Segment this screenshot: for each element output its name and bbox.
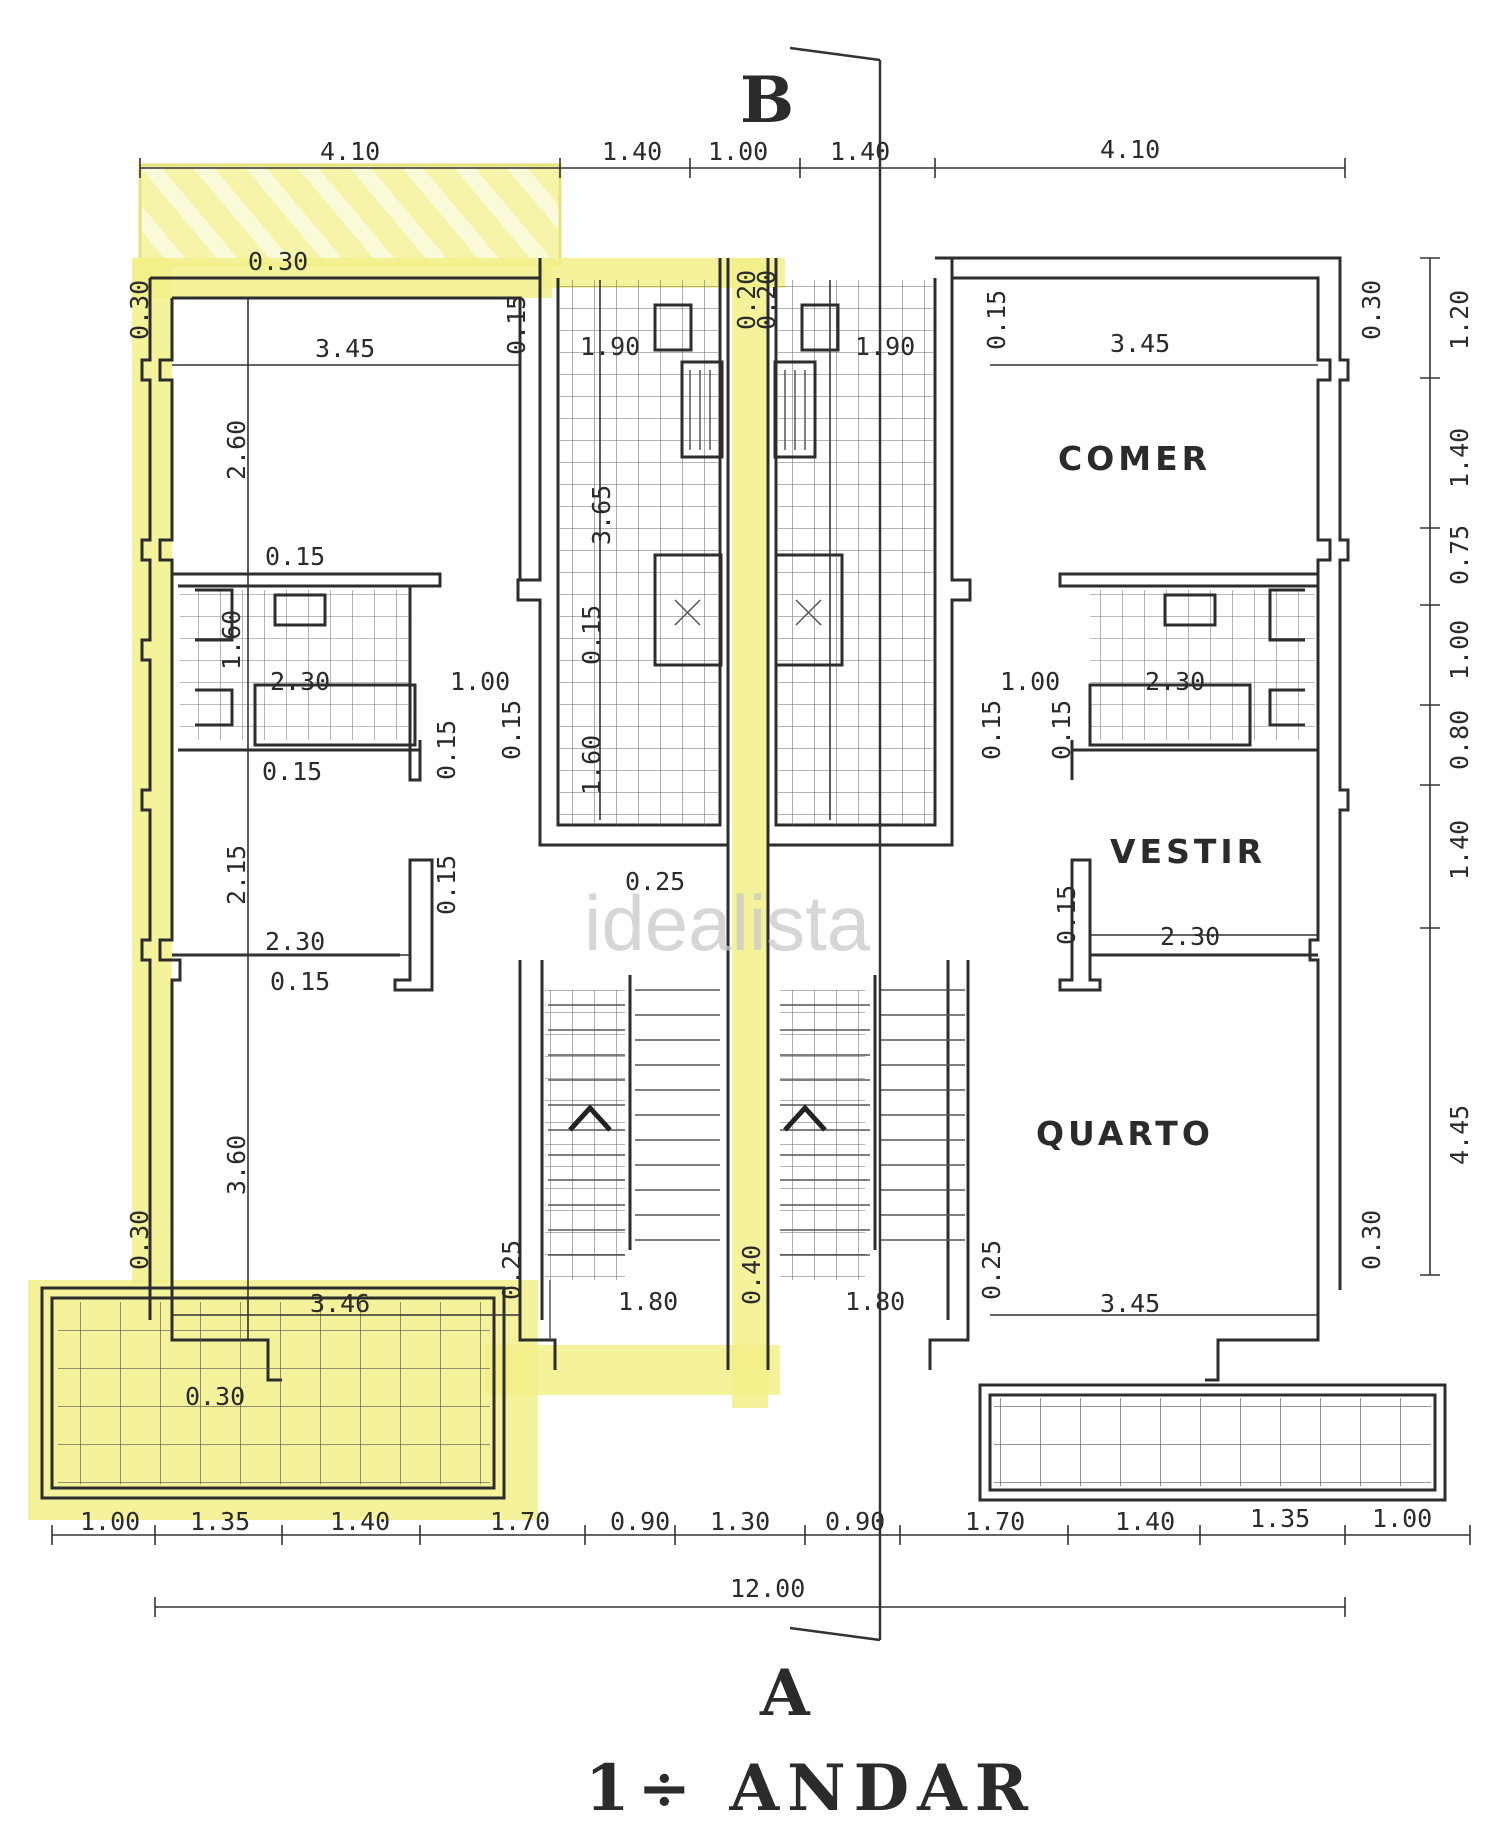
bottom-dim-5: 0.90 — [610, 1507, 670, 1536]
tiled-floors — [58, 280, 1431, 1486]
c-1-90-l: 1.90 — [580, 332, 640, 361]
l-2-60: 2.60 — [222, 420, 251, 480]
l-1-00: 1.00 — [450, 667, 510, 696]
l-0-30-b: 0.30 — [185, 1382, 245, 1411]
bottom-dim-1: 1.00 — [80, 1507, 140, 1536]
l-3-45: 3.45 — [315, 334, 375, 363]
r-2-30: 2.30 — [1160, 922, 1220, 951]
l-3-46: 3.46 — [310, 1289, 370, 1318]
room-label-vestir: VESTIR — [1110, 832, 1266, 871]
top-dim-4: 1.40 — [830, 137, 890, 166]
l-0-15-c: 0.15 — [270, 967, 330, 996]
l-0-30: 0.30 — [248, 247, 308, 276]
bottom-dim-9: 1.40 — [1115, 1507, 1175, 1536]
right-dim-4: 1.00 — [1445, 620, 1474, 680]
bottom-dim-2: 1.35 — [190, 1507, 250, 1536]
r-v-0-30: 0.30 — [1357, 280, 1386, 340]
top-dim-5: 4.10 — [1100, 135, 1160, 164]
r-v-0-15-top: 0.15 — [982, 290, 1011, 350]
left-unit-dims: 0.30 0.30 3.45 0.15 2.60 0.15 1.60 2.30 … — [125, 247, 531, 1411]
r-v-0-15-b: 0.15 — [1052, 885, 1081, 945]
r-v-0-25: 0.25 — [977, 1240, 1006, 1300]
c-0-40: 0.40 — [737, 1245, 766, 1305]
l-bath-2-30: 2.30 — [270, 667, 330, 696]
r-3-45: 3.45 — [1110, 329, 1170, 358]
r-v-0-30-b: 0.30 — [1357, 1210, 1386, 1270]
right-dim-7: 4.45 — [1445, 1105, 1474, 1165]
top-dim-1: 4.10 — [320, 137, 380, 166]
bottom-dim-3: 1.40 — [330, 1507, 390, 1536]
c-1-80-r: 1.80 — [845, 1287, 905, 1316]
floor-title: 1÷ ANDAR — [585, 1751, 1036, 1826]
c-v-0-15-r: 0.15 — [977, 700, 1006, 760]
c-0-20: 0.20 — [732, 270, 761, 330]
bottom-dim-7: 0.90 — [825, 1507, 885, 1536]
l-2-30: 2.30 — [265, 927, 325, 956]
right-dim-2: 1.40 — [1445, 428, 1474, 488]
center-dims: 1.90 1.90 0.20 0.20 3.65 0.15 1.60 0.15 … — [497, 270, 1006, 1316]
bottom-dim-11: 1.00 — [1372, 1504, 1432, 1533]
right-dim-1: 1.20 — [1445, 290, 1474, 350]
right-dim-6: 1.40 — [1445, 820, 1474, 880]
c-1-90-r: 1.90 — [855, 332, 915, 361]
total-dim: 12.00 — [730, 1574, 805, 1603]
bathroom-fixtures — [195, 588, 1305, 747]
l-3-60: 3.60 — [222, 1135, 251, 1195]
r-bath-2-30: 2.30 — [1145, 667, 1205, 696]
top-dim-2: 1.40 — [602, 137, 662, 166]
bottom-dim-6: 1.30 — [710, 1507, 770, 1536]
l-bath-1-60: 1.60 — [217, 610, 246, 670]
l-wall-0-30: 0.30 — [125, 280, 154, 340]
right-dim-5: 0.80 — [1445, 710, 1474, 770]
l-v-0-30: 0.30 — [125, 1210, 154, 1270]
l-v-0-25: 0.25 — [497, 1240, 526, 1300]
bottom-dim-8: 1.70 — [965, 1507, 1025, 1536]
bottom-dim-4: 1.70 — [490, 1507, 550, 1536]
dimension-lines — [51, 46, 1471, 1642]
section-label-bottom: A — [759, 1656, 811, 1731]
kitchen-fixtures — [653, 303, 844, 667]
c-0-15: 0.15 — [577, 605, 606, 665]
c-3-65: 3.65 — [587, 485, 616, 545]
r-v-0-15-a: 0.15 — [1047, 700, 1076, 760]
l-0-15-b: 0.15 — [262, 757, 322, 786]
c-1-80-l: 1.80 — [618, 1287, 678, 1316]
c-0-20b: 0.20 — [752, 270, 781, 330]
l-0-15-a: 0.15 — [265, 542, 325, 571]
right-unit-dims: 0.15 3.45 0.30 1.00 2.30 0.15 0.15 2.30 … — [977, 280, 1386, 1318]
section-label-top: B — [740, 63, 794, 138]
bottom-dim-10: 1.35 — [1250, 1504, 1310, 1533]
room-label-comer: COMER — [1058, 439, 1211, 478]
right-dims: 1.20 1.40 0.75 1.00 0.80 1.40 4.45 — [1445, 290, 1474, 1165]
l-v-0-15-b: 0.15 — [432, 855, 461, 915]
right-dim-3: 0.75 — [1445, 525, 1474, 585]
l-0-15-top: 0.15 — [502, 295, 531, 355]
r-3-45-b: 3.45 — [1100, 1289, 1160, 1318]
room-label-quarto: QUARTO — [1036, 1114, 1214, 1153]
c-1-60: 1.60 — [577, 735, 606, 795]
c-v-0-15-l: 0.15 — [497, 700, 526, 760]
c-0-25: 0.25 — [625, 867, 685, 896]
l-2-15: 2.15 — [222, 845, 251, 905]
watermark: idealista — [584, 879, 871, 967]
top-dim-3: 1.00 — [708, 137, 768, 166]
l-v-0-15-a: 0.15 — [432, 720, 461, 780]
r-1-00: 1.00 — [1000, 667, 1060, 696]
